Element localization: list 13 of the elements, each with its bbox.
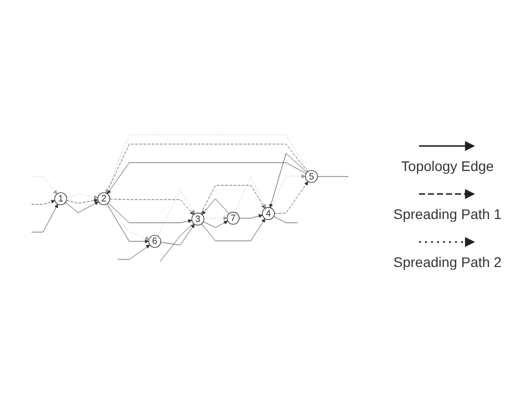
node-circle: 2: [97, 192, 110, 206]
legend-label: Spreading Path 2: [393, 254, 502, 270]
legend-label: Topology Edge: [401, 158, 494, 174]
node-circle: 3: [191, 212, 204, 226]
line: [273, 216, 298, 224]
line: [317, 176, 349, 177]
legend-label: Spreading Path 1: [393, 206, 502, 222]
node-circle: 7: [226, 212, 240, 225]
node-circle: 1: [54, 192, 68, 206]
line: [160, 223, 194, 262]
node-circle: 6: [148, 234, 162, 248]
node-circle: 5: [305, 170, 318, 183]
node-circle: 4: [262, 207, 275, 220]
